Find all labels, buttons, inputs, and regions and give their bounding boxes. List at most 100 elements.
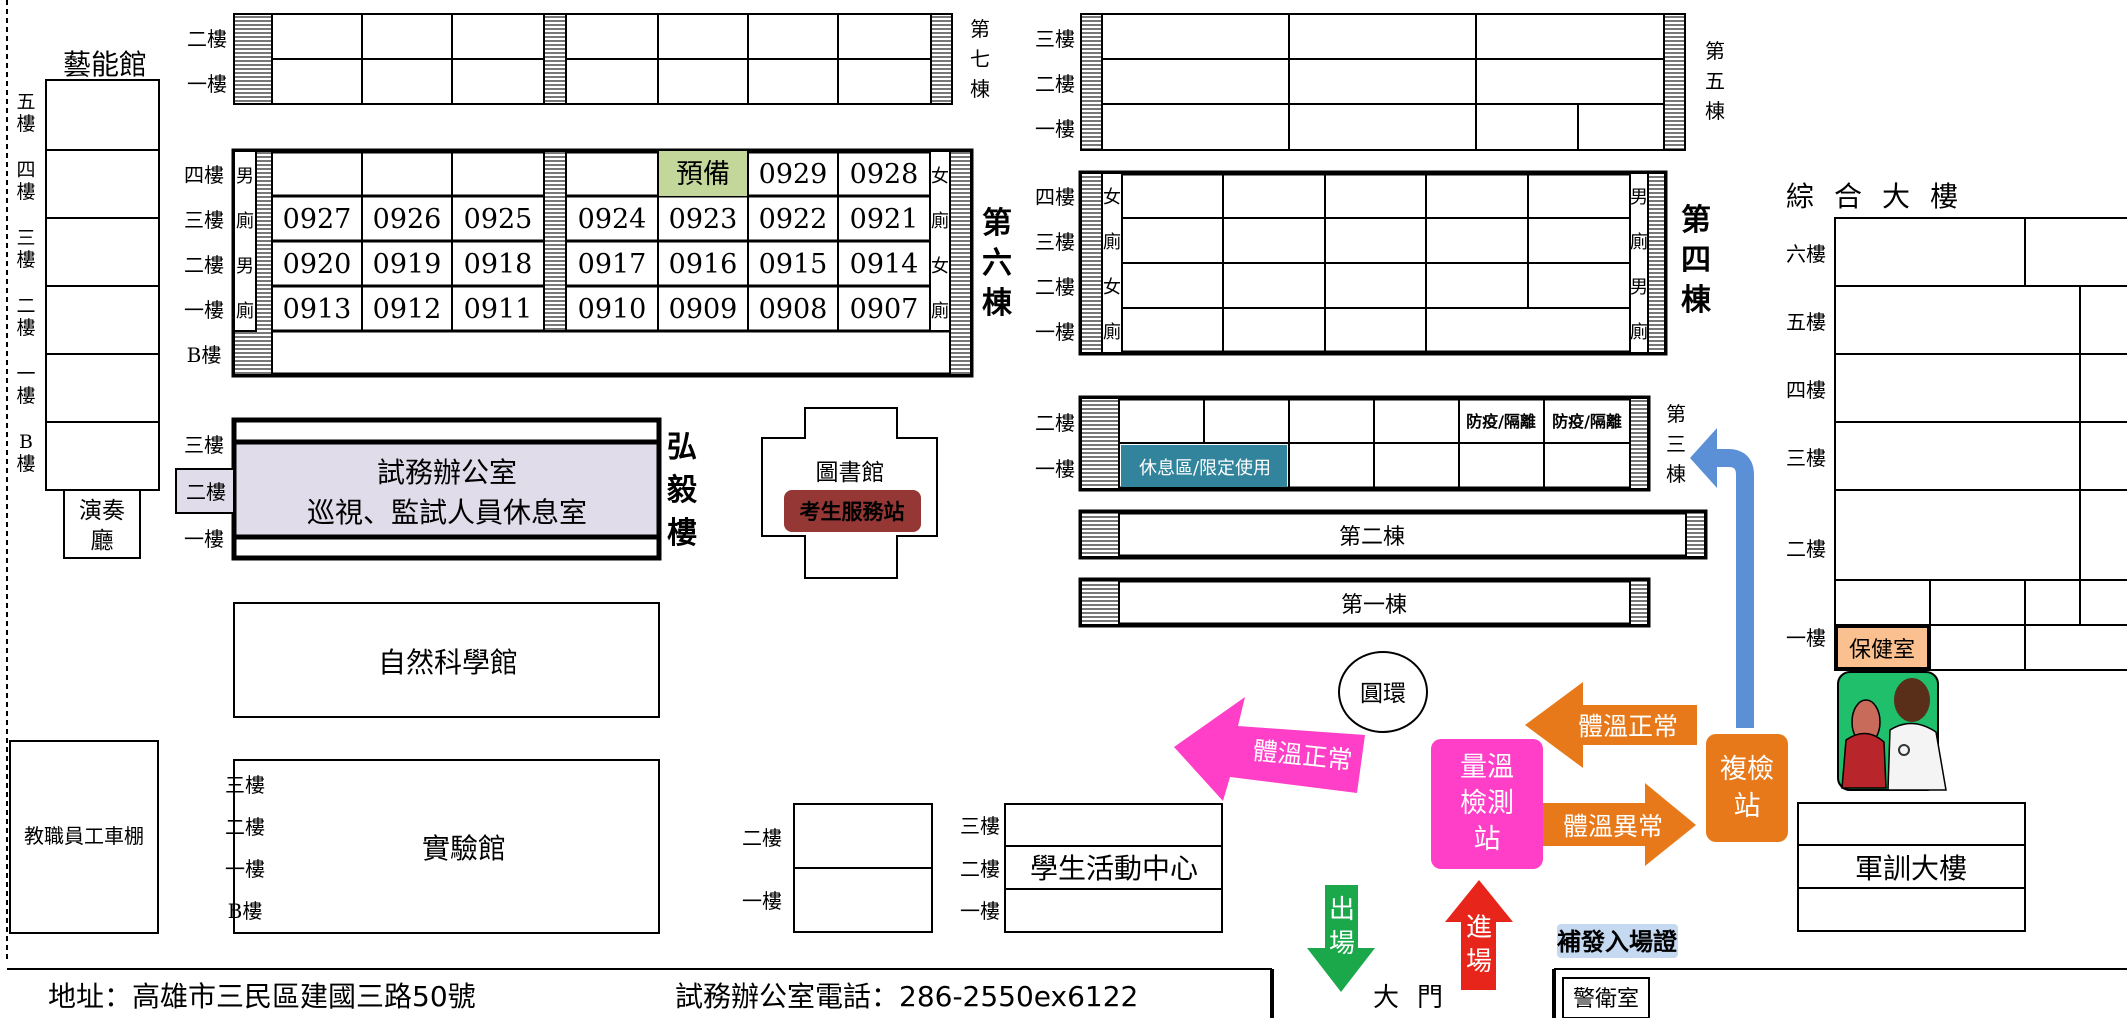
military-title: 軍訓大樓 xyxy=(1855,852,1967,885)
recheck-station-label: 複檢站 xyxy=(1720,754,1774,822)
classroom-0912[interactable]: 0912 xyxy=(373,294,442,325)
b6-floor-b: B樓 xyxy=(187,343,222,367)
b6-toilet-female-4: 廁 xyxy=(931,300,949,322)
classroom-0910[interactable]: 0910 xyxy=(578,294,647,325)
classroom-0908[interactable]: 0908 xyxy=(759,294,828,325)
sc-floor-2: 二樓 xyxy=(960,857,1000,881)
building-7[interactable]: 二樓 一樓 第七棟 xyxy=(187,13,990,105)
b6-toilet-female-2: 廁 xyxy=(931,210,949,232)
lab-hall[interactable]: 實驗館 三樓 二樓 一樓 B樓 xyxy=(225,759,660,934)
arrow-normal-right: 體溫正常 xyxy=(1525,682,1697,768)
building-1[interactable]: 第一棟 xyxy=(1078,577,1651,628)
quarantine-room-2: 防疫/隔離 xyxy=(1552,412,1622,431)
lab-floor-1: 一樓 xyxy=(225,857,265,881)
b6-toilet-male-3: 男 xyxy=(236,256,254,277)
arts-floor-4: 四樓 xyxy=(16,159,35,203)
classroom-0922[interactable]: 0922 xyxy=(759,204,828,235)
b5-title: 第五棟 xyxy=(1705,39,1725,123)
military-training-building[interactable]: 軍訓大樓 xyxy=(1797,802,2026,932)
candidate-service-label: 考生服務站 xyxy=(800,500,905,524)
lab-floor-3: 三樓 xyxy=(225,773,265,797)
temp-station[interactable]: 量溫檢測站 xyxy=(1431,739,1543,869)
small-building[interactable]: 二樓 一樓 xyxy=(742,803,933,933)
arts-hall-title: 藝能館 xyxy=(63,48,147,81)
health-room-label: 保健室 xyxy=(1849,638,1915,663)
building-3[interactable]: 防疫/隔離 防疫/隔離 休息區/限定使用 二樓 一樓 第三棟 xyxy=(1035,395,1686,492)
classroom-0919[interactable]: 0919 xyxy=(373,249,442,280)
arts-floor-3: 三樓 xyxy=(16,227,35,271)
b3-floor-2: 二樓 xyxy=(1035,411,1075,435)
b6-toilet-male-4: 廁 xyxy=(236,300,254,322)
hongyi-floor-1: 一樓 xyxy=(184,527,224,551)
b4-toilet-m-1: 男 xyxy=(1630,187,1648,208)
classroom-0914[interactable]: 0914 xyxy=(850,249,919,280)
library[interactable]: 圖書館 考生服務站 xyxy=(761,407,938,579)
classroom-0923[interactable]: 0923 xyxy=(669,204,738,235)
building-4[interactable]: 女 廁 女 廁 男 廁 男 廁 四樓 三樓 二樓 一樓 第四棟 xyxy=(1035,170,1712,356)
building-2[interactable]: 第二棟 xyxy=(1078,509,1708,560)
quarantine-room-1: 防疫/隔離 xyxy=(1466,412,1536,431)
rest-area-label: 休息區/限定使用 xyxy=(1139,458,1271,479)
b4-title: 第四棟 xyxy=(1681,203,1712,318)
b5-floor-1: 一樓 xyxy=(1035,117,1075,141)
b4-toilet-m-3: 男 xyxy=(1630,277,1648,298)
classroom-0928[interactable]: 0928 xyxy=(850,159,919,190)
complex-floor-2: 二樓 xyxy=(1786,537,1826,561)
classroom-0926[interactable]: 0926 xyxy=(373,204,442,235)
staff-parking-shed[interactable]: 教職員工車棚 xyxy=(9,740,159,934)
classroom-0916[interactable]: 0916 xyxy=(669,249,738,280)
classroom-0920[interactable]: 0920 xyxy=(283,249,352,280)
staff-shed-label: 教職員工車棚 xyxy=(24,824,144,848)
b7-floor-1: 一樓 xyxy=(187,72,227,96)
b3-title: 第三棟 xyxy=(1666,402,1686,486)
science-hall-title: 自然科學館 xyxy=(378,646,518,679)
guard-room[interactable]: 警衛室 xyxy=(1562,977,1650,1018)
b6-toilet-female-1: 女 xyxy=(931,166,949,187)
complex-building[interactable]: 綜合大樓 六樓 五樓 四樓 三樓 二樓 一樓 保健室 xyxy=(1786,180,2127,671)
classroom-0924[interactable]: 0924 xyxy=(578,204,647,235)
classroom-reserve[interactable]: 預備 xyxy=(676,159,730,190)
arts-floor-1: 一樓 xyxy=(16,363,35,407)
reissue-ticket-label: 補發入場證 xyxy=(1556,924,1678,958)
svg-text:補發入場證: 補發入場證 xyxy=(1556,928,1678,956)
nurse-icon xyxy=(1837,671,1947,791)
b5-floor-2: 二樓 xyxy=(1035,72,1075,96)
complex-floor-6: 六樓 xyxy=(1786,242,1826,266)
classroom-0925[interactable]: 0925 xyxy=(464,204,533,235)
recheck-station[interactable]: 複檢站 xyxy=(1706,734,1788,842)
classroom-0911[interactable]: 0911 xyxy=(464,294,533,325)
hongyi-floor-2: 二樓 xyxy=(186,480,226,504)
classroom-0929[interactable]: 0929 xyxy=(759,159,828,190)
b6-floor-4: 四樓 xyxy=(184,163,224,187)
student-activity-center[interactable]: 學生活動中心 三樓 二樓 一樓 xyxy=(960,803,1223,933)
b4-toilet-f-1: 女 xyxy=(1103,187,1121,208)
student-center-title: 學生活動中心 xyxy=(1030,852,1198,885)
b4-toilet-m-4: 廁 xyxy=(1630,321,1648,343)
science-hall[interactable]: 自然科學館 xyxy=(233,602,660,718)
enter-label: 進場 xyxy=(1466,913,1492,977)
classroom-0907[interactable]: 0907 xyxy=(850,294,919,325)
classroom-0915[interactable]: 0915 xyxy=(759,249,828,280)
lab-floor-2: 二樓 xyxy=(225,815,265,839)
arts-floor-2: 二樓 xyxy=(16,295,35,339)
normal-right-label: 體溫正常 xyxy=(1578,712,1678,741)
hongyi-building[interactable]: 三樓 二樓 一樓 試務辦公室 巡視、監試人員休息室 弘毅樓 xyxy=(175,417,698,561)
classroom-0921[interactable]: 0921 xyxy=(850,204,919,235)
classroom-0917[interactable]: 0917 xyxy=(578,249,647,280)
abnormal-label: 體溫異常 xyxy=(1563,812,1663,841)
library-title: 圖書館 xyxy=(816,460,885,486)
complex-floor-3: 三樓 xyxy=(1786,446,1826,470)
b3-floor-1: 一樓 xyxy=(1035,457,1075,481)
classroom-0918[interactable]: 0918 xyxy=(464,249,533,280)
classroom-0913[interactable]: 0913 xyxy=(283,294,352,325)
classroom-0909[interactable]: 0909 xyxy=(669,294,738,325)
b6-toilet-male-1: 男 xyxy=(236,166,254,187)
building-5[interactable]: 三樓 二樓 一樓 第五棟 xyxy=(1035,13,1725,151)
small-floor-1: 一樓 xyxy=(742,889,782,913)
classroom-0927[interactable]: 0927 xyxy=(283,204,352,235)
phone-text: 試務辦公室電話：286-2550ex6122 xyxy=(675,980,1138,1013)
